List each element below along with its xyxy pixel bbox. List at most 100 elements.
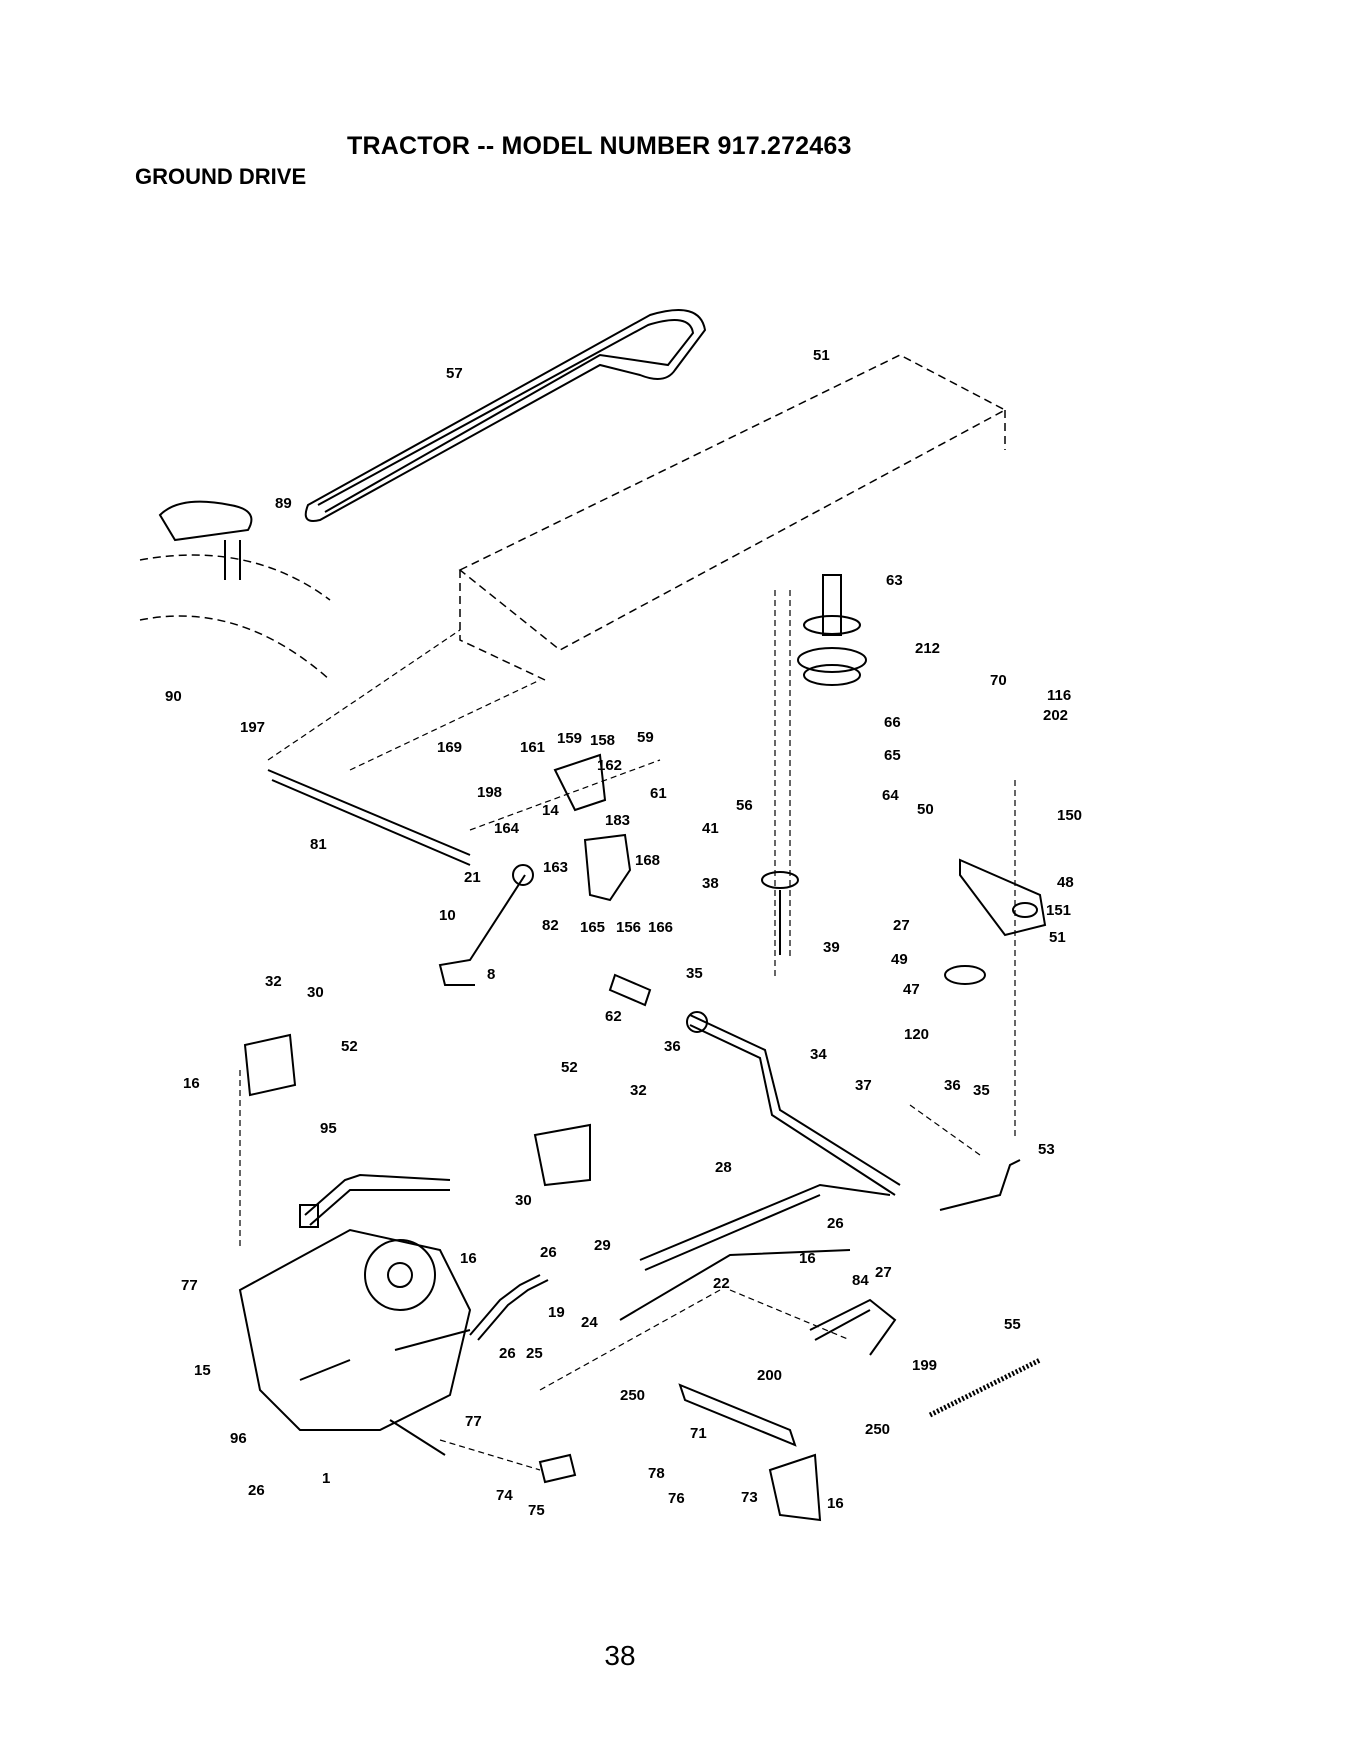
callout: 32 xyxy=(630,1082,647,1099)
callout: 76 xyxy=(668,1490,685,1507)
callout: 16 xyxy=(827,1495,844,1512)
callout: 41 xyxy=(702,820,719,837)
callout: 26 xyxy=(827,1215,844,1232)
callout: 163 xyxy=(543,859,568,876)
callout: 200 xyxy=(757,1367,782,1384)
callout: 61 xyxy=(650,785,667,802)
callout: 25 xyxy=(526,1345,543,1362)
callout: 10 xyxy=(439,907,456,924)
callout: 52 xyxy=(341,1038,358,1055)
link-84 xyxy=(809,1298,897,1356)
callout: 164 xyxy=(494,820,520,837)
callout: 183 xyxy=(605,812,630,829)
brake-rod-34 xyxy=(689,1014,901,1186)
section-title: GROUND DRIVE xyxy=(135,164,307,189)
callout: 120 xyxy=(904,1026,929,1043)
callout: 169 xyxy=(437,739,462,756)
callout: 62 xyxy=(605,1008,622,1025)
callout: 26 xyxy=(499,1345,516,1362)
callout: 8 xyxy=(487,966,495,983)
callout: 24 xyxy=(581,1314,598,1331)
callout: 84 xyxy=(852,1272,869,1289)
callout: 51 xyxy=(1049,929,1066,946)
callout: 51 xyxy=(813,347,830,364)
pulley-38 xyxy=(761,871,799,889)
callout: 197 xyxy=(240,719,265,736)
callout: 53 xyxy=(1038,1141,1055,1158)
page-number: 38 xyxy=(604,1640,636,1671)
callout: 28 xyxy=(715,1159,732,1176)
callout: 27 xyxy=(875,1264,892,1281)
callout-labels: 57 51 89 63 212 70 116 90 197 59 66 65 2… xyxy=(165,347,1082,1519)
bracket-158 xyxy=(553,753,607,812)
callout: 38 xyxy=(702,875,719,892)
callout: 161 xyxy=(520,739,545,756)
callout: 52 xyxy=(561,1059,578,1076)
callout: 199 xyxy=(912,1357,937,1374)
callout: 116 xyxy=(1047,687,1071,704)
callout: 250 xyxy=(865,1421,890,1438)
idler-bracket xyxy=(959,858,1047,937)
callout: 64 xyxy=(882,787,899,804)
shift-lever-8 xyxy=(438,874,526,986)
transaxle xyxy=(238,1228,472,1431)
shift-rod-81 xyxy=(267,769,471,856)
callout: 35 xyxy=(686,965,703,982)
mounting-plate-center xyxy=(533,1123,591,1187)
callout: 156 xyxy=(616,919,641,936)
callout: 150 xyxy=(1057,807,1082,824)
callout: 90 xyxy=(165,688,182,705)
callout: 250 xyxy=(620,1387,645,1404)
callout: 168 xyxy=(635,852,660,869)
rod-28 xyxy=(639,1183,891,1261)
callout: 56 xyxy=(736,797,753,814)
callout: 50 xyxy=(917,801,934,818)
drive-belt xyxy=(304,309,707,522)
callout: 16 xyxy=(460,1250,477,1267)
callout: 14 xyxy=(542,802,559,819)
callout: 16 xyxy=(183,1075,200,1092)
callout: 47 xyxy=(903,981,920,998)
callout: 48 xyxy=(1057,874,1074,891)
callout: 71 xyxy=(690,1425,707,1442)
callout: 22 xyxy=(713,1275,730,1292)
callout: 15 xyxy=(194,1362,211,1379)
callout: 34 xyxy=(810,1046,827,1063)
spring-55 xyxy=(928,1357,1042,1418)
callout: 73 xyxy=(741,1489,758,1506)
callout: 89 xyxy=(275,495,292,512)
callout: 151 xyxy=(1046,902,1071,919)
fan-pulley xyxy=(364,1239,436,1311)
callout: 37 xyxy=(855,1077,872,1094)
callout: 63 xyxy=(886,572,903,589)
callout: 75 xyxy=(528,1502,545,1519)
callout: 35 xyxy=(973,1082,990,1099)
pulley-shaft xyxy=(822,574,842,636)
callout: 39 xyxy=(823,939,840,956)
callout: 66 xyxy=(884,714,901,731)
callout: 77 xyxy=(181,1277,198,1294)
callout: 81 xyxy=(310,836,327,853)
callout: 212 xyxy=(915,640,940,657)
callout: 166 xyxy=(648,919,673,936)
callout: 198 xyxy=(477,784,502,801)
bracket-156 xyxy=(583,833,632,902)
callout: 55 xyxy=(1004,1316,1021,1333)
callout: 26 xyxy=(248,1482,265,1499)
callout: 78 xyxy=(648,1465,665,1482)
mounting-plate-left xyxy=(243,1033,297,1097)
callout: 26 xyxy=(540,1244,557,1261)
callout: 49 xyxy=(891,951,908,968)
callout: 165 xyxy=(580,919,605,936)
knob-21 xyxy=(512,864,534,886)
callout: 82 xyxy=(542,917,559,934)
callout: 30 xyxy=(307,984,324,1001)
callout: 77 xyxy=(465,1413,482,1430)
callout: 1 xyxy=(322,1470,330,1487)
callout: 16 xyxy=(799,1250,816,1267)
callout: 27 xyxy=(893,917,910,934)
callout: 95 xyxy=(320,1120,337,1137)
callout: 159 xyxy=(557,730,582,747)
callout: 65 xyxy=(884,747,901,764)
